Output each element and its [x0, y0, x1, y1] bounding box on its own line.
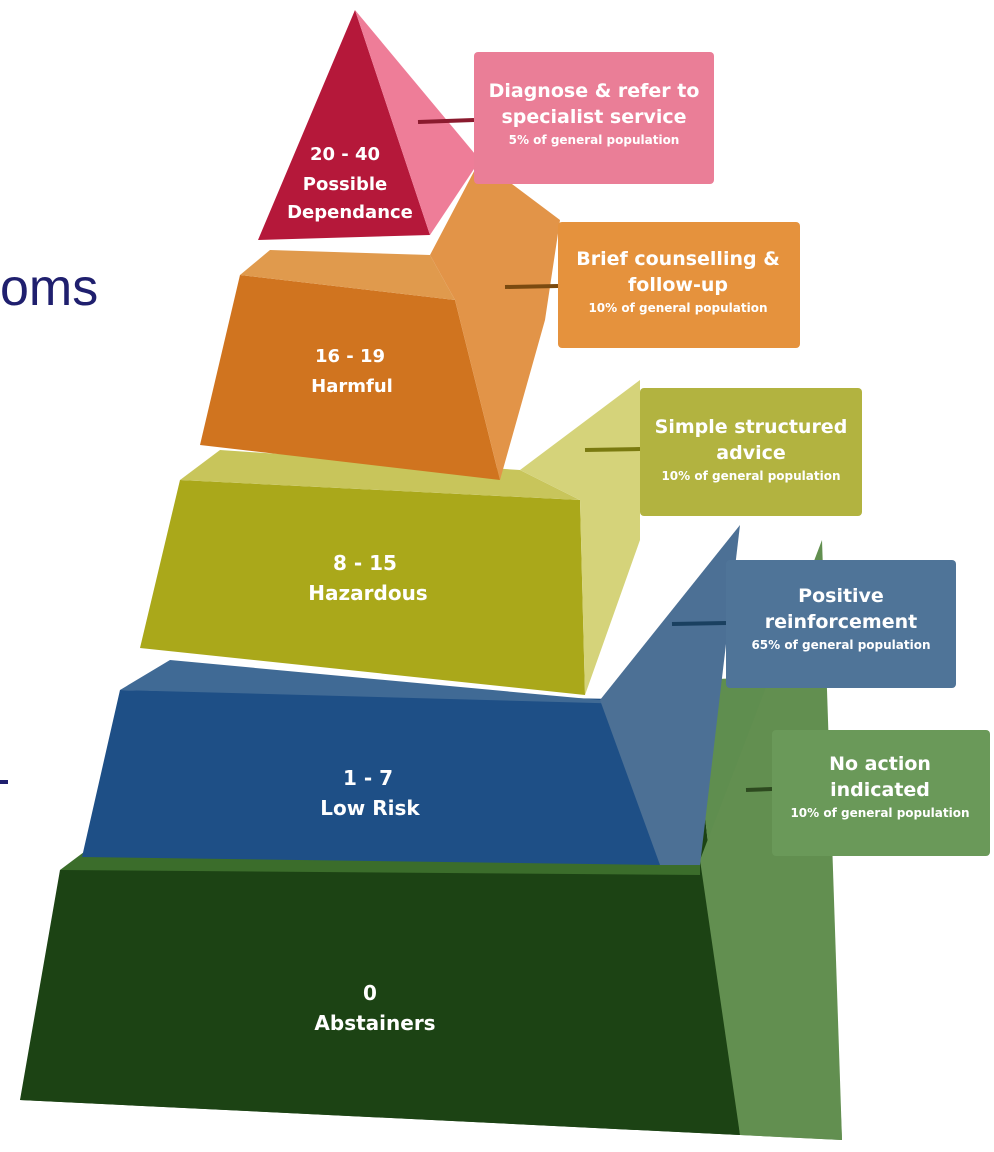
- tier-low-risk-right-face: [600, 525, 740, 865]
- tier-low-risk-label: Low Risk: [320, 796, 420, 820]
- slide-text-fragment-mark: [0, 780, 8, 784]
- connector-3: [584, 447, 641, 452]
- action-advice-share: 10% of general population: [661, 469, 840, 483]
- tier-hazardous-ledge: [180, 450, 580, 500]
- action-refer-title-line1: Diagnose & refer to: [489, 80, 700, 102]
- tier-dependance-range: 20 - 40: [310, 144, 380, 165]
- tier-abstainers-label: Abstainers: [314, 1011, 435, 1035]
- action-reinforcement-title-line1: Positive: [798, 585, 884, 607]
- tier-low-risk: 1 - 7 Low Risk: [82, 525, 740, 865]
- tier-low-risk-range: 1 - 7: [343, 766, 393, 790]
- connector-lines: [417, 118, 773, 792]
- tier-abstainers-face: [20, 870, 740, 1135]
- action-box-reinforcement-bg: [726, 560, 956, 688]
- action-no-action-share: 10% of general population: [790, 806, 969, 820]
- tier-hazardous: 8 - 15 Hazardous: [140, 380, 640, 695]
- action-no-action-title-line2: indicated: [830, 779, 930, 801]
- action-reinforcement-share: 65% of general population: [751, 638, 930, 652]
- connector-5: [745, 787, 773, 792]
- action-box-no-action: No action indicated 10% of general popul…: [772, 730, 990, 856]
- connector-2: [504, 284, 559, 289]
- action-refer-title-line2: specialist service: [501, 106, 686, 128]
- action-box-counselling: Brief counselling & follow-up 10% of gen…: [558, 222, 800, 348]
- tier-harmful-range: 16 - 19: [315, 346, 385, 367]
- tier-hazardous-right-face: [520, 380, 640, 695]
- action-counselling-title-line2: follow-up: [628, 274, 728, 296]
- action-box-refer: Diagnose & refer to specialist service 5…: [474, 52, 714, 184]
- action-box-reinforcement: Positive reinforcement 65% of general po…: [726, 560, 956, 688]
- tier-dependance-right-face: [355, 10, 480, 235]
- connector-1: [417, 118, 475, 124]
- tier-low-risk-ledge: [120, 660, 670, 705]
- action-box-no-action-bg: [772, 730, 990, 856]
- action-advice-title-line1: Simple structured: [655, 416, 848, 438]
- action-counselling-share: 10% of general population: [588, 301, 767, 315]
- tier-dependance-label-line2: Dependance: [287, 202, 413, 223]
- tier-abstainers-range: 0: [363, 981, 377, 1005]
- tier-harmful: 16 - 19 Harmful: [200, 160, 560, 480]
- tier-harmful-face: [200, 275, 500, 480]
- tier-harmful-right-face: [430, 160, 560, 480]
- tier-low-risk-face: [82, 690, 670, 865]
- action-advice-title-line2: advice: [716, 442, 785, 464]
- connector-4: [671, 621, 727, 626]
- tier-hazardous-face: [140, 480, 585, 695]
- action-box-advice: Simple structured advice 10% of general …: [640, 388, 862, 516]
- tier-dependance-label-line1: Possible: [303, 174, 387, 195]
- action-box-refer-bg: [474, 52, 714, 184]
- slide-title-fragment: oms: [0, 259, 99, 317]
- tier-hazardous-range: 8 - 15: [333, 551, 397, 575]
- action-box-counselling-bg: [558, 222, 800, 348]
- action-reinforcement-title-line2: reinforcement: [765, 611, 917, 633]
- tier-possible-dependance: 20 - 40 Possible Dependance: [258, 10, 480, 240]
- tier-hazardous-label: Hazardous: [308, 581, 427, 605]
- action-counselling-title-line1: Brief counselling &: [576, 248, 780, 270]
- tier-dependance-face: [258, 10, 430, 240]
- tier-harmful-label: Harmful: [311, 376, 393, 397]
- tier-abstainers-right-face: [700, 540, 842, 1140]
- action-box-advice-bg: [640, 388, 862, 516]
- tier-harmful-ledge: [240, 250, 455, 300]
- action-no-action-title-line1: No action: [829, 753, 931, 775]
- action-refer-share: 5% of general population: [509, 133, 680, 147]
